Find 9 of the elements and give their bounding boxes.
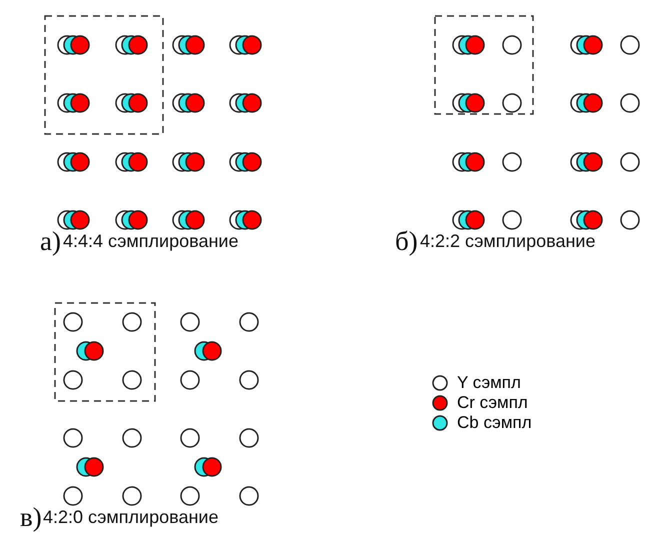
panel-caption: 4:4:4 сэмплирование [63,231,238,251]
panel-letter: б) [395,226,418,256]
legend-text: Cb сэмпл [457,413,532,433]
panel-letter: а) [40,226,61,256]
panel-letter: в) [20,502,42,532]
panel-caption: 4:2:2 сэмплирование [420,231,596,251]
panel-caption: 4:2:0 сэмплирование [43,507,218,527]
legend-text: Cr сэмпл [457,393,528,413]
legend-text: Y сэмпл [457,373,521,393]
